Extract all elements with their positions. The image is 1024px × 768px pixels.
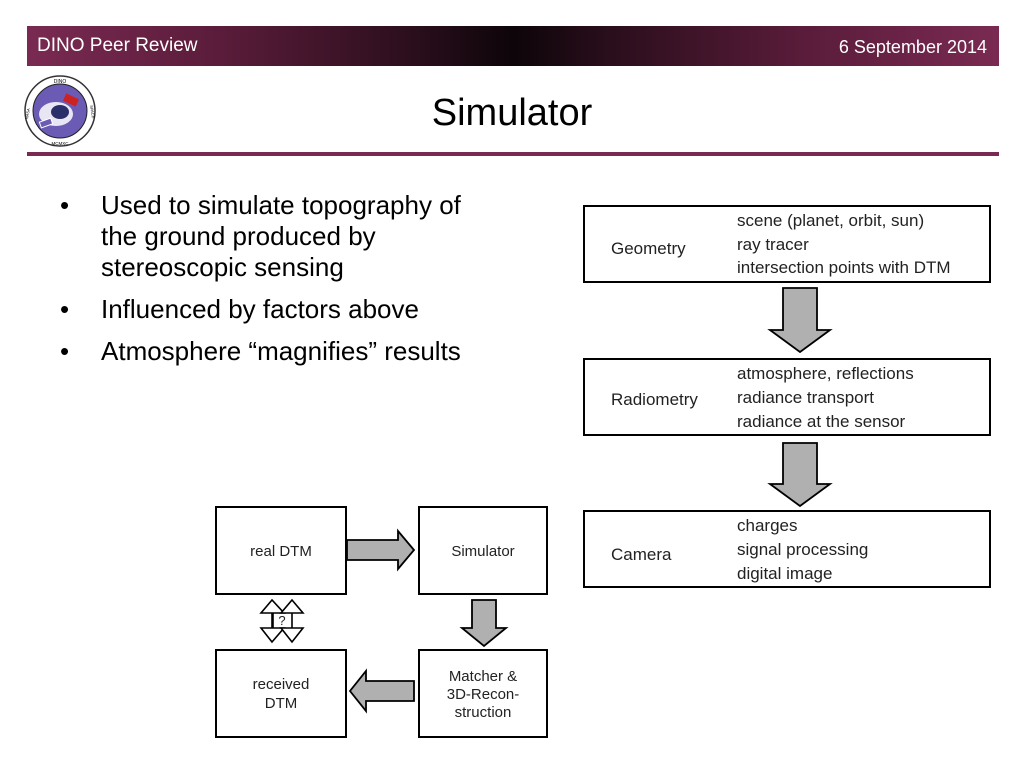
radiometry-box: Radiometry atmosphere, reflections radia…	[583, 358, 991, 436]
matcher-label: Matcher &	[448, 668, 518, 685]
header-presentation-name: DINO Peer Review	[37, 35, 198, 56]
stage-item: intersection points with DTM	[737, 258, 951, 277]
stage-item: digital image	[737, 564, 833, 583]
bullet-mark: •	[60, 294, 70, 324]
matcher-box: Matcher & 3D-Recon- struction	[418, 649, 548, 738]
camera-box: Camera charges signal processing digital…	[583, 510, 991, 588]
matcher-label: 3D-Recon-	[446, 686, 520, 703]
matcher-label: struction	[454, 704, 512, 721]
stage-label: Geometry	[611, 239, 686, 258]
stage-label: Camera	[611, 545, 672, 564]
simulator-to-matcher-arrow	[459, 599, 509, 648]
simulator-label: Simulator	[451, 543, 515, 560]
svg-text:MCMXC: MCMXC	[52, 141, 70, 146]
simulator-box: Simulator	[418, 506, 548, 595]
svg-text:NASA: NASA	[24, 108, 31, 120]
bullet-text: Influenced by factors above	[101, 294, 419, 324]
radiometry-to-camera-arrow	[767, 442, 833, 508]
geometry-box: Geometry scene (planet, orbit, sun) ray …	[583, 205, 991, 283]
geometry-to-radiometry-arrow	[767, 287, 833, 354]
bullet-text: Used to simulate topography of the groun…	[101, 190, 461, 282]
bullet-item: • Atmosphere “magnifies” results	[60, 336, 500, 367]
real-dtm-box: real DTM	[215, 506, 347, 595]
stage-item: radiance at the sensor	[737, 412, 906, 431]
received-dtm-label: DTM	[264, 695, 298, 712]
stage-label: Radiometry	[611, 390, 698, 409]
bullet-mark: •	[60, 336, 70, 366]
received-dtm-box: received DTM	[215, 649, 347, 738]
bullet-item: • Used to simulate topography of the grou…	[60, 190, 500, 283]
real-to-simulator-arrow	[346, 528, 416, 572]
stage-item: scene (planet, orbit, sun)	[737, 211, 925, 230]
header-date: 6 September 2014	[838, 37, 987, 57]
dtm-comparison-arrow-right	[279, 598, 305, 644]
bullet-list: • Used to simulate topography of the grou…	[60, 190, 500, 378]
stage-item: radiance transport	[737, 388, 875, 407]
title-divider	[27, 152, 999, 156]
stage-item: ray tracer	[737, 235, 809, 254]
dino-mission-logo: DINO MCMXC NASA SPACE	[24, 75, 96, 147]
svg-text:SPACE: SPACE	[89, 105, 96, 119]
header-bar: DINO Peer Review 6 September 2014	[27, 26, 999, 66]
real-dtm-label: real DTM	[250, 543, 312, 560]
stage-item: atmosphere, reflections	[737, 364, 914, 383]
stage-item: signal processing	[737, 540, 869, 559]
bullet-item: • Influenced by factors above	[60, 294, 500, 325]
slide-title: Simulator	[431, 92, 593, 134]
bullet-mark: •	[60, 190, 70, 220]
dtm-comparison-arrow	[259, 598, 286, 644]
stage-item: charges	[737, 516, 798, 535]
comparison-question-mark: ?	[278, 613, 286, 628]
svg-text:DINO: DINO	[54, 79, 67, 85]
bullet-text: Atmosphere “magnifies” results	[101, 336, 461, 366]
received-dtm-label: received	[252, 676, 310, 693]
matcher-to-received-arrow	[348, 668, 415, 714]
